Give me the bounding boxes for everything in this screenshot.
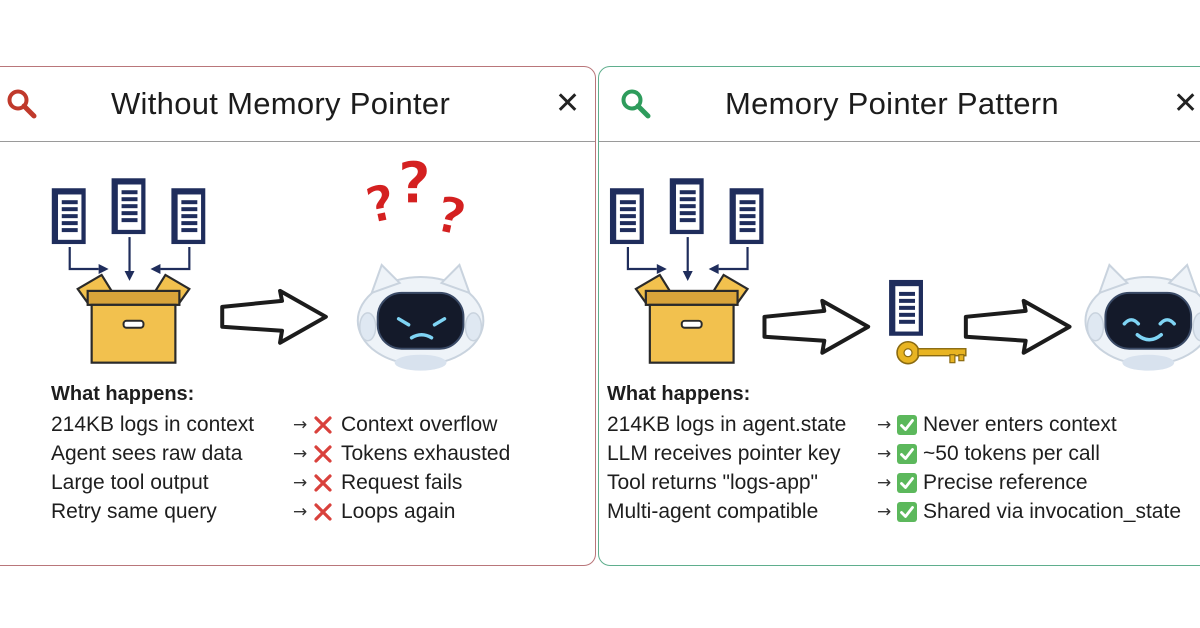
effect-text: Loops again	[341, 500, 456, 523]
confused-robot-icon	[356, 263, 485, 372]
cause-text: Agent sees raw data	[51, 442, 243, 465]
log-document-icon	[608, 186, 646, 246]
cross-mark-icon	[314, 445, 332, 463]
memory-pointer-pattern-panel: Memory Pointer Pattern ✕	[598, 66, 1200, 566]
effect-text: Request fails	[341, 471, 463, 494]
info-heading: What happens:	[51, 383, 195, 405]
log-document-icon	[728, 186, 765, 246]
arrowhead-icon	[656, 263, 719, 281]
effect-text: ~50 tokens per call	[923, 442, 1100, 465]
without-memory-pointer-panel: Without Memory Pointer ✕ ? ? ?	[0, 66, 596, 566]
arrow-icon: →	[293, 502, 308, 522]
arrow-icon: →	[877, 444, 892, 464]
cross-mark-icon	[314, 416, 332, 434]
info-heading: What happens:	[607, 383, 751, 405]
right-panel-header: Memory Pointer Pattern ✕	[599, 67, 1200, 142]
effect-text: Precise reference	[923, 471, 1088, 494]
check-mark-icon	[897, 415, 917, 435]
svg-text:?: ?	[361, 173, 401, 236]
right-illustration	[608, 177, 1200, 372]
check-mark-icon	[897, 444, 917, 464]
big-arrow-icon	[220, 288, 328, 345]
cause-text: Large tool output	[51, 471, 209, 494]
panel-title: Without Memory Pointer	[111, 86, 451, 121]
big-arrow-icon	[963, 298, 1072, 355]
arrow-icon: →	[877, 415, 892, 435]
robot-confused-face-icon	[396, 317, 447, 340]
cause-text: Tool returns "logs-app"	[607, 471, 819, 494]
cause-text: 214KB logs in context	[51, 413, 255, 436]
question-marks-icon: ? ? ?	[360, 149, 472, 249]
cross-mark-icon	[314, 474, 332, 492]
arrow-icon: →	[293, 473, 308, 493]
cause-text: Retry same query	[51, 500, 217, 523]
arrow-icon: →	[293, 444, 308, 464]
svg-text:?: ?	[398, 149, 432, 217]
cause-text: LLM receives pointer key	[607, 442, 841, 465]
log-document-icon	[170, 186, 207, 246]
log-document-icon	[110, 177, 147, 236]
close-icon[interactable]: ✕	[555, 86, 581, 121]
left-panel-header: Without Memory Pointer ✕	[0, 67, 595, 142]
cause-text: Multi-agent compatible	[607, 500, 819, 523]
effect-text: Shared via invocation_state	[923, 500, 1181, 523]
effect-text: Context overflow	[341, 413, 498, 436]
search-icon	[621, 89, 651, 119]
arrow-icon: →	[877, 473, 892, 493]
robot-happy-face-icon	[1122, 318, 1176, 342]
arrow-icon	[626, 237, 749, 271]
arrow-icon: →	[877, 502, 892, 522]
effect-text: Tokens exhausted	[341, 442, 511, 465]
check-mark-icon	[897, 502, 917, 522]
storage-box-icon	[76, 273, 191, 364]
log-document-icon	[668, 177, 705, 236]
check-mark-icon	[897, 473, 917, 493]
storage-box-icon	[634, 273, 749, 364]
big-arrow-icon	[762, 298, 871, 355]
cause-text: 214KB logs in agent.state	[607, 413, 847, 436]
svg-text:?: ?	[431, 185, 471, 248]
arrow-icon: →	[293, 415, 308, 435]
left-illustration: ? ? ?	[50, 149, 485, 372]
search-icon	[7, 89, 37, 119]
happy-robot-icon	[1084, 263, 1200, 372]
close-icon[interactable]: ✕	[1173, 86, 1199, 121]
arrow-icon	[68, 237, 191, 271]
log-document-icon	[50, 186, 87, 246]
pointer-document-icon	[887, 278, 925, 338]
effect-text: Never enters context	[923, 413, 1117, 436]
cross-mark-icon	[314, 503, 332, 521]
arrowhead-icon	[98, 263, 161, 281]
panel-title: Memory Pointer Pattern	[725, 86, 1059, 121]
key-icon	[896, 340, 967, 365]
